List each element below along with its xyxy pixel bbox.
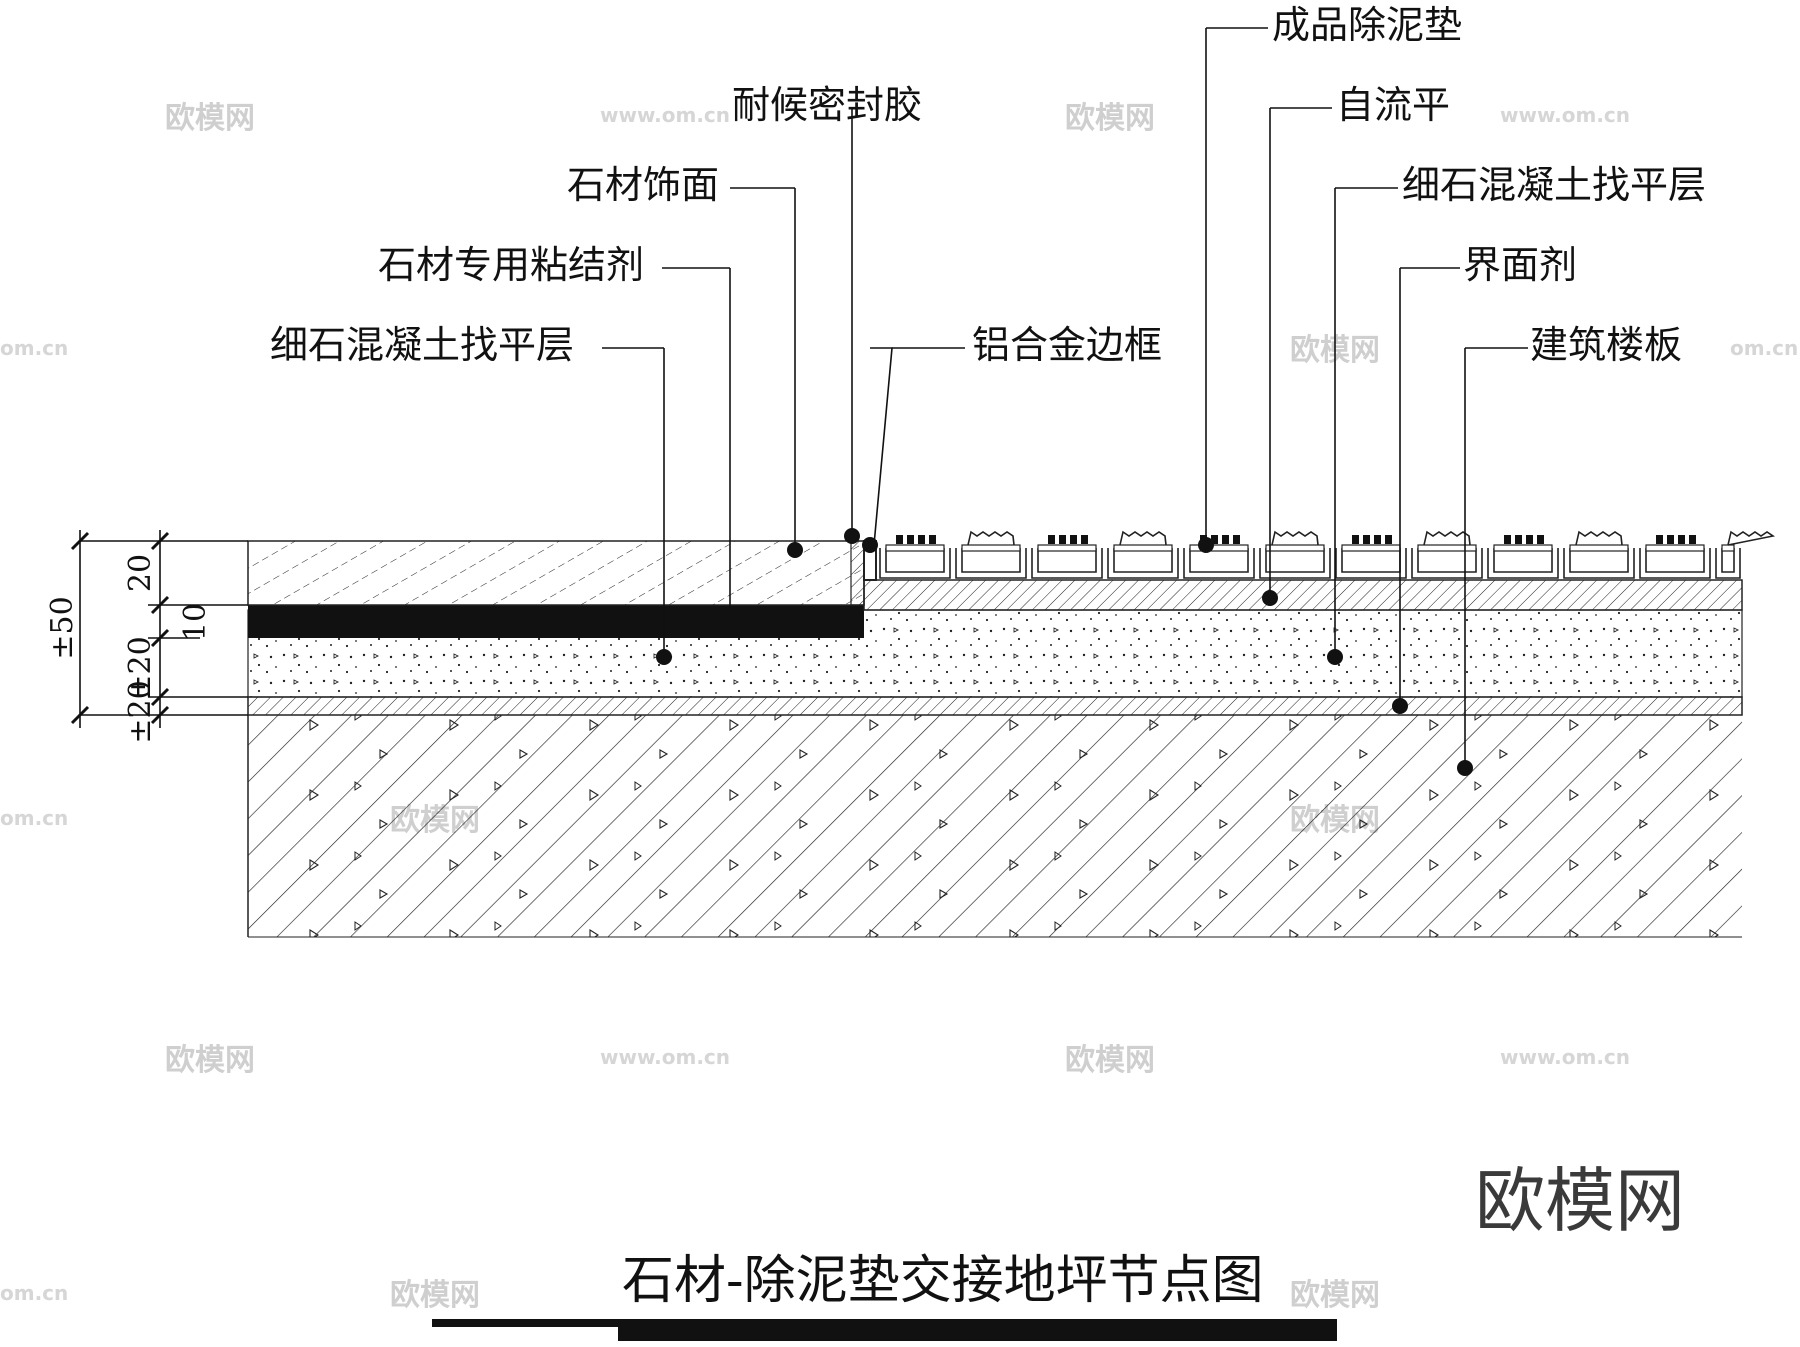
watermark-url: om.cn bbox=[1730, 336, 1798, 360]
title-underline-thick bbox=[618, 1327, 1337, 1341]
doormat-module bbox=[1639, 535, 1711, 579]
dim-stone: 20 bbox=[123, 554, 158, 592]
interface-layer bbox=[247, 696, 1743, 716]
doormat-module bbox=[1259, 530, 1331, 579]
brand-logo: 欧模网 bbox=[1475, 1160, 1685, 1242]
stone-finish bbox=[247, 540, 865, 606]
doormat-module bbox=[955, 530, 1027, 579]
label-self-leveling: 自流平 bbox=[1336, 83, 1450, 127]
label-stone-finish: 石材饰面 bbox=[567, 163, 719, 207]
doormat-module bbox=[1183, 535, 1255, 579]
watermark-logo: 欧模网 bbox=[1065, 101, 1155, 136]
watermark-url: om.cn bbox=[0, 1281, 68, 1305]
doormat-module bbox=[1411, 530, 1483, 579]
doormat-module bbox=[1335, 535, 1407, 579]
watermark-url: www.om.cn bbox=[1500, 103, 1630, 127]
watermark-url: om.cn bbox=[0, 336, 68, 360]
dim-interface: ±20 bbox=[123, 680, 158, 743]
watermark-url: www.om.cn bbox=[1500, 1045, 1630, 1069]
self-leveling-layer bbox=[863, 579, 1743, 611]
watermark-url: om.cn bbox=[0, 806, 68, 830]
doormat-module bbox=[1487, 535, 1559, 579]
label-interface-agent: 界面剂 bbox=[1463, 243, 1577, 287]
watermark-logo: 欧模网 bbox=[165, 101, 255, 136]
label-screed-left: 细石混凝土找平层 bbox=[270, 323, 574, 367]
watermark-logo: 欧模网 bbox=[1065, 1043, 1155, 1078]
dim-screed: ±20 bbox=[123, 636, 158, 699]
label-underlines bbox=[602, 27, 1528, 349]
label-doormat: 成品除泥垫 bbox=[1272, 3, 1462, 47]
doormat-module bbox=[879, 535, 951, 579]
watermark-url: www.om.cn bbox=[600, 103, 730, 127]
doormat-module bbox=[1107, 530, 1179, 579]
leader-lines bbox=[663, 28, 1466, 768]
dim-total: ±50 bbox=[45, 596, 80, 659]
dimension-lines bbox=[70, 530, 248, 728]
doormat-module bbox=[1715, 530, 1776, 579]
watermark-logo: 欧模网 bbox=[1290, 1278, 1380, 1313]
doormat-modules bbox=[879, 530, 1776, 579]
building-slab bbox=[247, 715, 1742, 938]
label-weather-sealant: 耐候密封胶 bbox=[732, 83, 922, 127]
watermark-logo: 欧模网 bbox=[390, 1278, 480, 1313]
title-underline-thin bbox=[432, 1319, 1337, 1327]
label-screed-right: 细石混凝土找平层 bbox=[1402, 163, 1706, 207]
label-aluminium-frame: 铝合金边框 bbox=[972, 323, 1162, 367]
adhesive-layer bbox=[248, 605, 864, 638]
sealant-joint bbox=[850, 540, 865, 606]
doormat-module bbox=[1031, 535, 1103, 579]
label-building-slab: 建筑楼板 bbox=[1530, 323, 1682, 367]
label-stone-adhesive: 石材专用粘结剂 bbox=[378, 243, 644, 287]
watermark-url: www.om.cn bbox=[600, 1045, 730, 1069]
doormat-module bbox=[1563, 530, 1635, 579]
watermark-logo: 欧模网 bbox=[165, 1043, 255, 1078]
drawing-title: 石材-除泥垫交接地坪节点图 bbox=[622, 1251, 1264, 1311]
leader-dots bbox=[656, 528, 1473, 776]
dim-adhesive: 10 bbox=[178, 603, 213, 641]
